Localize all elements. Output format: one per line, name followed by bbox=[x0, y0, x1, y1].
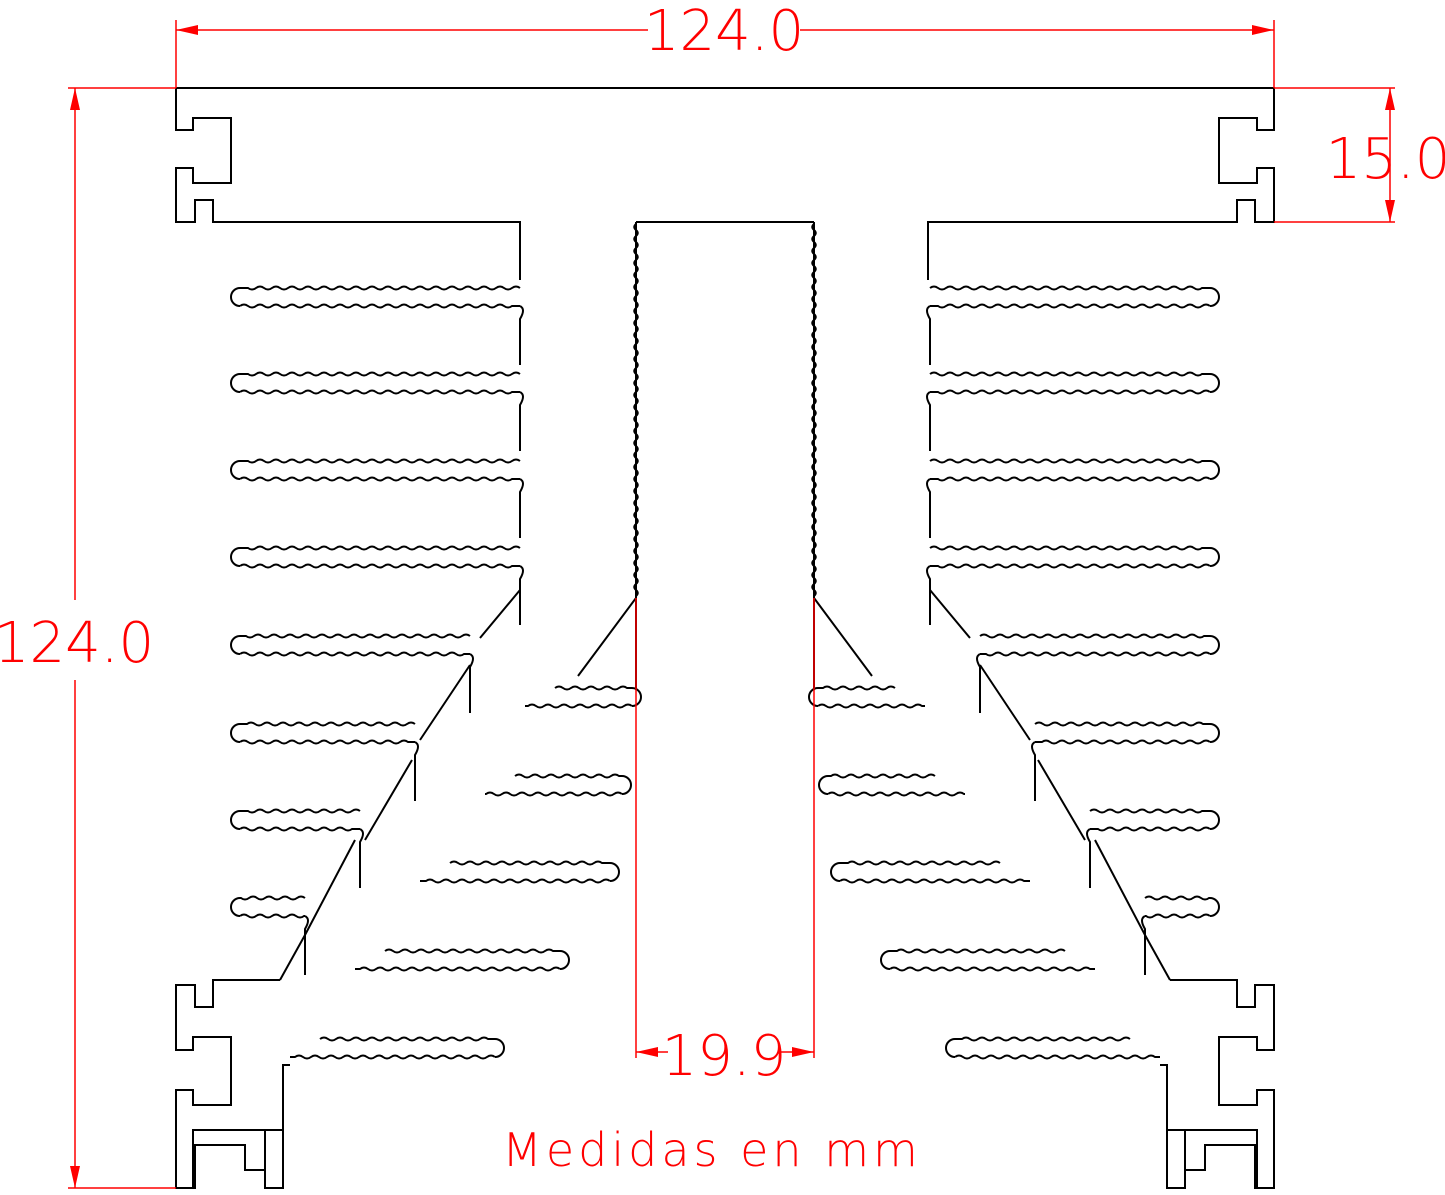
left-fin-groove-bottom bbox=[239, 913, 305, 919]
left-fin-tip bbox=[304, 915, 309, 975]
left-fin-groove-top bbox=[230, 371, 521, 393]
right-fin-groove-top bbox=[1089, 808, 1220, 830]
left-fin-groove-top bbox=[230, 808, 361, 830]
dim-flange-height: 15.0 bbox=[1326, 127, 1445, 192]
right-fin-groove-bottom bbox=[930, 303, 1211, 309]
arrow-slot-right bbox=[792, 1047, 814, 1057]
left-fin-tip bbox=[414, 741, 419, 801]
left-fin-groove-bottom bbox=[239, 739, 415, 745]
inner-left-fin-top bbox=[514, 773, 632, 795]
left-fin-tip bbox=[519, 478, 524, 538]
left-fin-groove-bottom bbox=[239, 303, 520, 309]
left-fin-groove-bottom bbox=[239, 651, 470, 657]
left-fin-tip bbox=[519, 565, 524, 625]
inner-right-fin-bottom bbox=[827, 791, 965, 797]
arrow-up bbox=[70, 88, 80, 110]
right-fin-groove-bottom bbox=[1035, 739, 1211, 745]
arrow-flange-up bbox=[1385, 88, 1395, 110]
inner-right-fin-top bbox=[945, 1036, 1131, 1058]
heatsink-profile-outline bbox=[175, 87, 1275, 1189]
left-fin-tip bbox=[519, 305, 524, 365]
inner-right-fin-bottom bbox=[889, 966, 1095, 972]
right-fin-tip bbox=[926, 478, 931, 538]
right-fin-tip bbox=[1141, 915, 1146, 975]
left-fin-groove-top bbox=[230, 633, 471, 655]
left-fin-groove-top bbox=[230, 545, 521, 567]
right-fin-groove-top bbox=[929, 545, 1220, 567]
right-fin-tip bbox=[926, 391, 931, 451]
inner-right-fin-top bbox=[880, 948, 1066, 970]
top-plate bbox=[176, 87, 1275, 280]
arrow-right bbox=[1252, 25, 1274, 35]
right-fin-groove-top bbox=[1144, 895, 1220, 917]
inner-left-fin-bottom bbox=[290, 1054, 496, 1060]
inner-left-fin-top bbox=[384, 948, 570, 970]
bottom-right-foot bbox=[1160, 979, 1275, 1189]
left-diagonal-spine bbox=[279, 589, 637, 981]
dim-slot-width: 19.9 bbox=[662, 1024, 787, 1089]
right-fin-groove-bottom bbox=[930, 476, 1211, 482]
left-fin-tip bbox=[519, 391, 524, 451]
right-fins bbox=[926, 285, 1220, 975]
dim-overall-width: 124.0 bbox=[644, 0, 804, 64]
inner-right-fin-top bbox=[808, 685, 896, 707]
left-fin-tip bbox=[359, 828, 364, 888]
arrow-down bbox=[70, 1166, 80, 1188]
dim-overall-height: 124.0 bbox=[0, 611, 154, 676]
right-fin-tip bbox=[1031, 741, 1036, 801]
right-fin-groove-top bbox=[1034, 721, 1220, 743]
left-fin-groove-top bbox=[230, 285, 521, 307]
inner-left-fin-top bbox=[449, 860, 620, 882]
arrow-left bbox=[176, 25, 198, 35]
left-fin-groove-bottom bbox=[239, 563, 520, 569]
left-fin-groove-top bbox=[230, 458, 521, 480]
right-fin-groove-top bbox=[929, 458, 1220, 480]
inner-left-fin-top bbox=[319, 1036, 505, 1058]
right-fin-groove-bottom bbox=[980, 651, 1211, 657]
inner-left-fin-bottom bbox=[525, 703, 633, 709]
arrow-flange-down bbox=[1385, 200, 1395, 222]
right-fin-groove-bottom bbox=[930, 563, 1211, 569]
left-fin-groove-bottom bbox=[239, 389, 520, 395]
right-fin-groove-bottom bbox=[930, 389, 1211, 395]
stem-right-serration bbox=[811, 223, 817, 598]
inner-right-fin-top bbox=[830, 860, 1001, 882]
stem-left-serration bbox=[633, 223, 639, 598]
right-fin-tip bbox=[976, 653, 981, 713]
left-fin-groove-top bbox=[230, 721, 416, 743]
left-fin-groove-bottom bbox=[239, 476, 520, 482]
inner-right-fin-bottom bbox=[954, 1054, 1160, 1060]
left-fin-groove-top bbox=[230, 895, 306, 917]
right-fin-groove-bottom bbox=[1145, 913, 1211, 919]
right-diagonal-spine bbox=[813, 589, 1171, 981]
inner-left-fin-bottom bbox=[485, 791, 623, 797]
arrow-slot-left bbox=[636, 1047, 658, 1057]
right-fin-groove-top bbox=[979, 633, 1220, 655]
inner-left-fin-bottom bbox=[355, 966, 561, 972]
right-fin-groove-top bbox=[929, 285, 1220, 307]
left-fins bbox=[230, 285, 524, 975]
right-fin-tip bbox=[926, 305, 931, 365]
right-fin-groove-bottom bbox=[1090, 826, 1211, 832]
inner-left-fin-top bbox=[554, 685, 642, 707]
left-fin-tip bbox=[469, 653, 474, 713]
right-fin-tip bbox=[926, 565, 931, 625]
inner-fins bbox=[290, 223, 1160, 1060]
inner-right-fin-bottom bbox=[839, 878, 1030, 884]
bottom-left-foot bbox=[175, 979, 290, 1189]
dimension-lines bbox=[68, 20, 1395, 1189]
left-fin-groove-bottom bbox=[239, 826, 360, 832]
units-note: Medidas en mm bbox=[502, 1123, 922, 1177]
inner-left-fin-bottom bbox=[420, 878, 611, 884]
right-fin-tip bbox=[1086, 828, 1091, 888]
inner-right-fin-top bbox=[818, 773, 936, 795]
right-fin-groove-top bbox=[929, 371, 1220, 393]
top-plate-left bbox=[175, 88, 521, 280]
inner-right-fin-bottom bbox=[817, 703, 925, 709]
